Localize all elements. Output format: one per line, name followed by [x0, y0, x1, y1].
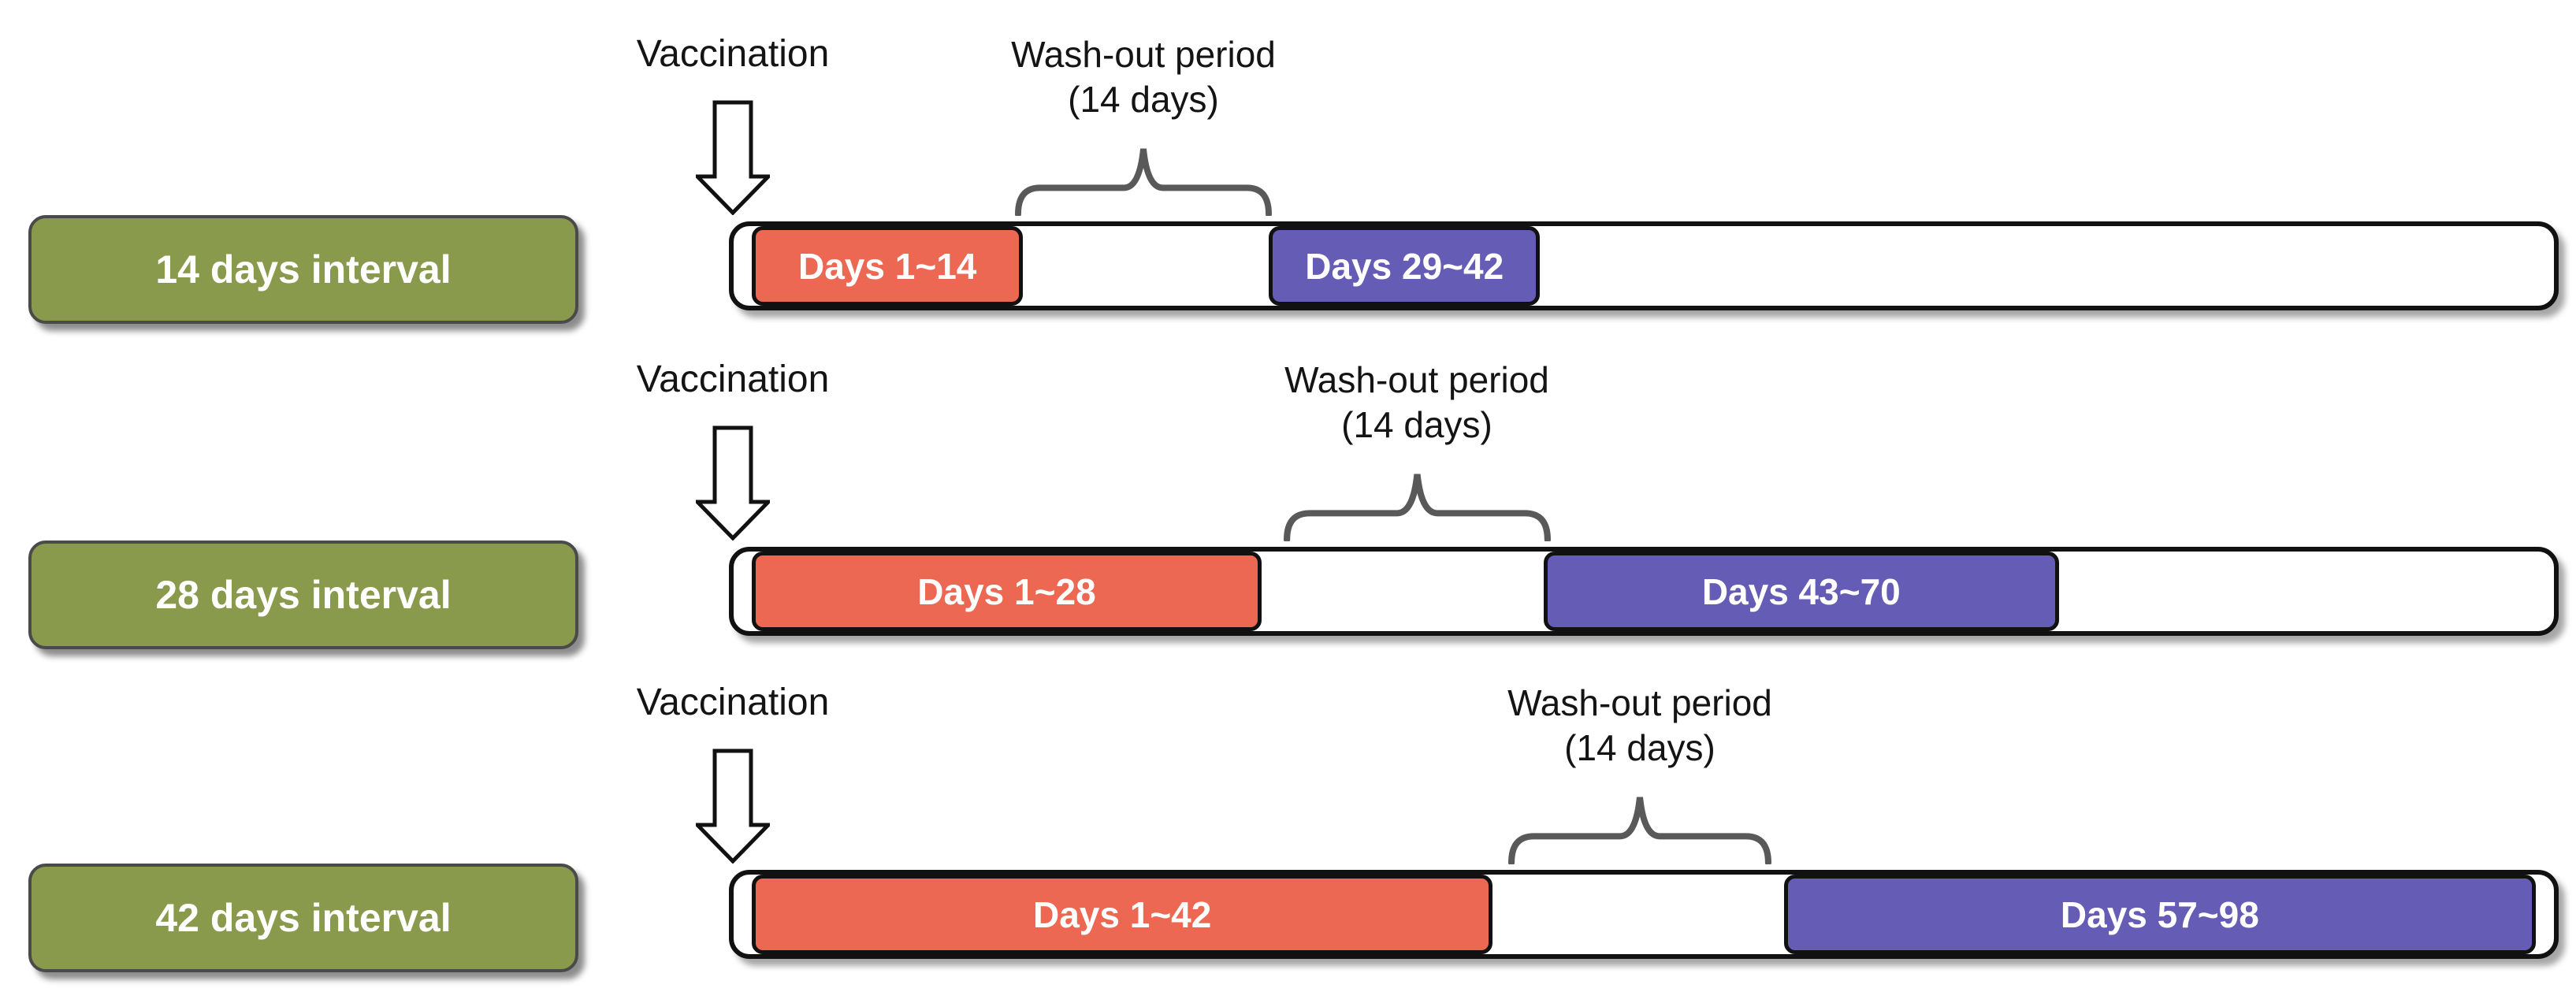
vaccination-label: Vaccination [636, 33, 830, 75]
interval-label: 42 days interval [28, 864, 578, 972]
vaccination-down-arrow-icon [696, 749, 770, 864]
control-period-segment: Days 43~70 [1543, 552, 2059, 631]
exposure-period-segment: Days 1~28 [752, 552, 1262, 631]
vaccination-down-arrow-icon [696, 425, 770, 541]
timeline-bar: Days 1~28 Days 43~70 [729, 547, 2559, 636]
washout-brace-icon [1508, 797, 1771, 864]
interval-label: 28 days interval [28, 541, 578, 649]
interval-row-42-days: Vaccination Wash-out period (14 days) 42… [0, 681, 2576, 980]
washout-brace-icon [1284, 474, 1551, 541]
washout-period-label-line1: Wash-out period [1011, 34, 1276, 75]
timeline-bar: Days 1~42 Days 57~98 [729, 870, 2559, 959]
washout-period-label-line2: (14 days) [1341, 404, 1492, 445]
exposure-period-segment: Days 1~42 [752, 875, 1493, 954]
control-period-segment: Days 57~98 [1783, 875, 2536, 954]
control-period-segment: Days 29~42 [1269, 226, 1541, 306]
exposure-period-segment: Days 1~14 [752, 226, 1024, 306]
interval-label: 14 days interval [28, 215, 578, 324]
washout-period-label-line2: (14 days) [1068, 79, 1219, 120]
vaccination-label: Vaccination [636, 358, 830, 400]
interval-row-14-days: Vaccination Wash-out period (14 days) 14… [0, 32, 2576, 332]
washout-period-label: Wash-out period (14 days) [1196, 358, 1637, 448]
washout-brace-icon [1015, 148, 1272, 216]
washout-period-label: Wash-out period (14 days) [1419, 681, 1860, 771]
washout-period-label: Wash-out period (14 days) [923, 32, 1364, 122]
vaccination-down-arrow-icon [696, 100, 770, 215]
washout-period-label-line1: Wash-out period [1507, 682, 1772, 723]
washout-period-label-line1: Wash-out period [1284, 359, 1549, 400]
timeline-bar: Days 1~14 Days 29~42 [729, 221, 2559, 310]
washout-period-label-line2: (14 days) [1564, 727, 1715, 768]
interval-row-28-days: Vaccination Wash-out period (14 days) 28… [0, 358, 2576, 657]
vaccination-label: Vaccination [636, 682, 830, 723]
